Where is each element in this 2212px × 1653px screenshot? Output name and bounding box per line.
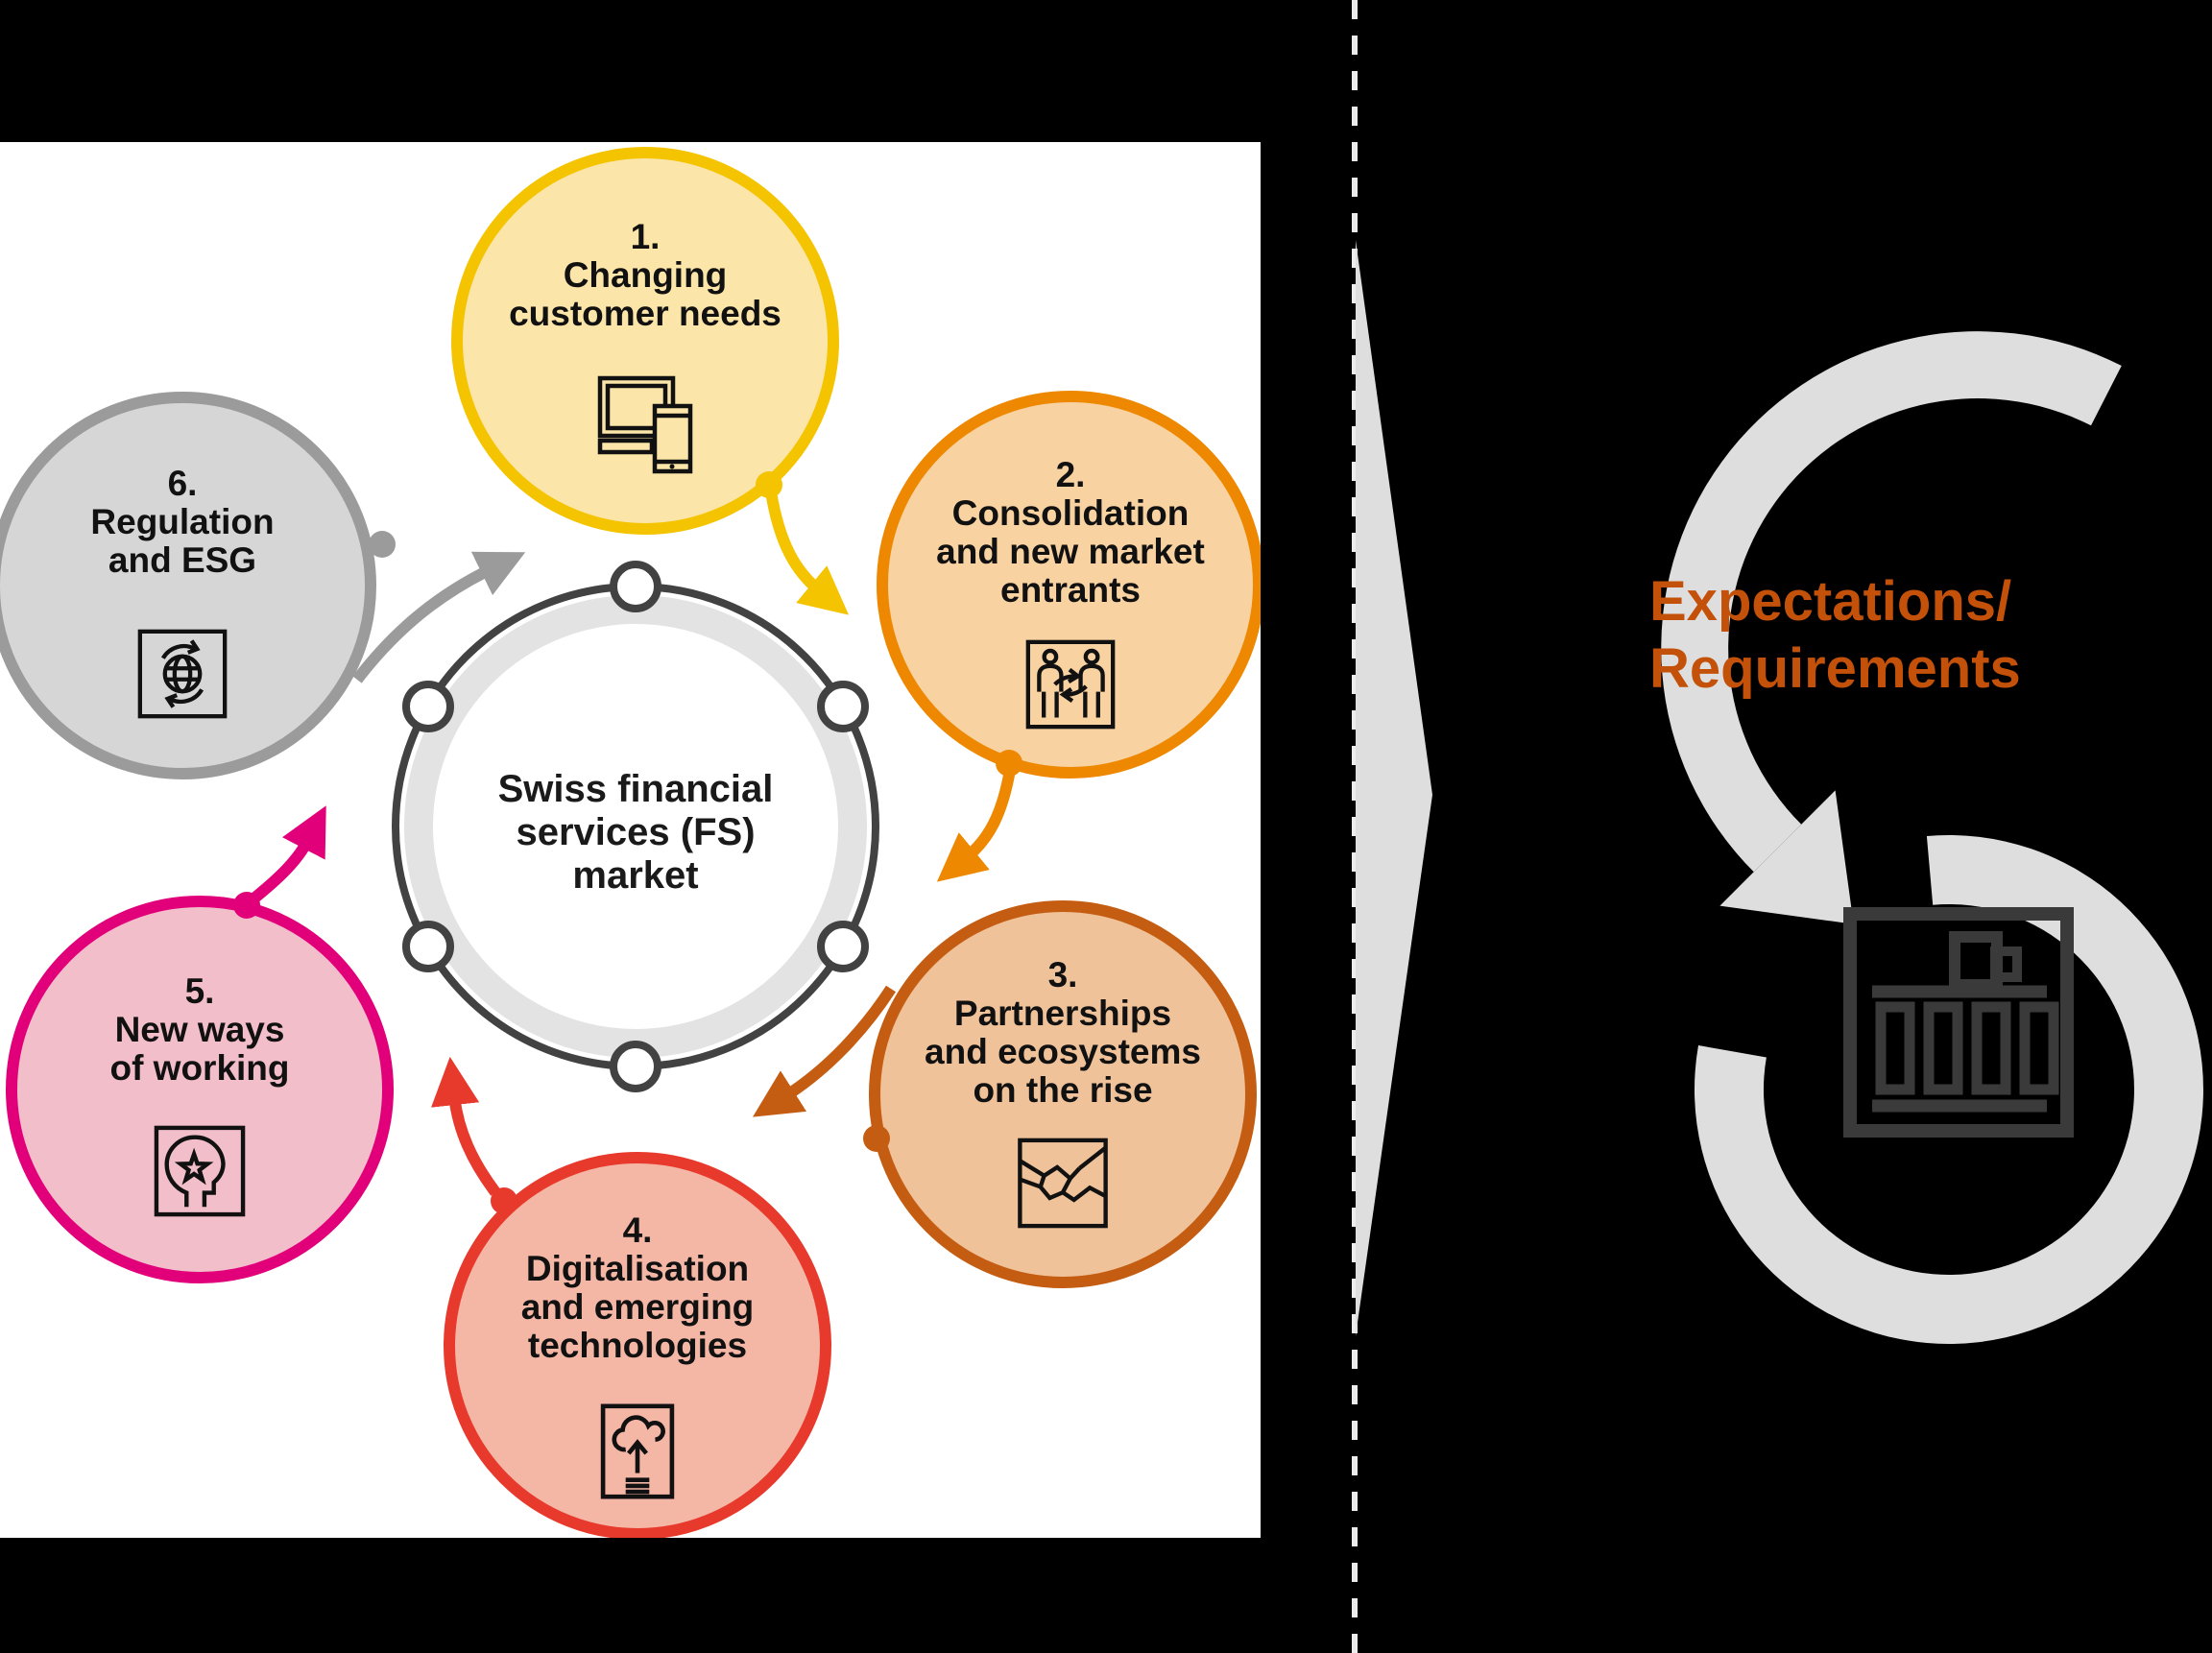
phone-home-dot <box>669 464 675 469</box>
circle-6-number: 6. <box>167 464 198 503</box>
circle-changing-customer-needs: 1. Changing customer needs <box>451 147 839 535</box>
circle-2-number: 2. <box>1055 455 1086 494</box>
cycle-arrow-head <box>1719 790 1854 924</box>
circle-1-number: 1. <box>630 217 661 256</box>
arrow-4-to-ring <box>431 1056 500 1196</box>
arrow-5-to-ring <box>248 805 326 905</box>
circle-6-label: 6. Regulation and ESG <box>0 465 365 580</box>
handshake-icon <box>1018 1138 1108 1229</box>
devices-icon <box>597 375 693 474</box>
arrow-6-to-ring <box>352 551 526 683</box>
expectations-heading: Expectations/ Requirements <box>1649 568 2021 703</box>
expectations-heading-line2: Requirements <box>1649 637 2021 700</box>
circle-regulation-esg: 6. Regulation and ESG <box>0 392 376 779</box>
bank-ring-arc <box>1694 834 2203 1344</box>
circle-consolidation-new-entrants: 2. Consolidation and new market entrants <box>877 391 1261 779</box>
circle-3-number: 3. <box>1047 955 1078 994</box>
circle-digitalisation-technologies: 4. Digitalisation and emerging technolog… <box>444 1152 831 1538</box>
circle-2-label: 2. Consolidation and new market entrants <box>888 456 1253 610</box>
cloud-upload-icon <box>600 1403 675 1499</box>
circle-partnerships-ecosystems: 3. Partnerships and ecosystems on the ri… <box>869 900 1257 1288</box>
arrow-2-to-3 <box>936 768 1016 882</box>
fs-market-diagram-panel: 1. Changing customer needs 2. C <box>0 142 1261 1538</box>
circle-4-label: 4. Digitalisation and emerging technolog… <box>455 1211 820 1365</box>
circle-3-label: 3. Partnerships and ecosystems on the ri… <box>880 956 1245 1110</box>
circle-5-label: 5. New ways of working <box>17 972 382 1088</box>
bank-icon <box>1843 907 2074 1138</box>
head-star-icon <box>154 1125 246 1217</box>
circle-5-number: 5. <box>184 971 215 1011</box>
circle-4-number: 4. <box>622 1210 653 1250</box>
expectations-heading-line1: Expectations/ <box>1649 570 2012 633</box>
globe-sync-icon <box>137 629 228 719</box>
hub-title: Swiss financial services (FS) market <box>497 768 774 897</box>
people-exchange-icon <box>1025 639 1116 730</box>
circle-1-label: 1. Changing customer needs <box>463 218 828 333</box>
dashed-divider-line <box>1352 0 1358 1653</box>
chevron-right-icon <box>1356 240 1432 1336</box>
arrow-1-to-2 <box>765 491 850 615</box>
circle-new-ways-of-working: 5. New ways of working <box>6 896 394 1283</box>
